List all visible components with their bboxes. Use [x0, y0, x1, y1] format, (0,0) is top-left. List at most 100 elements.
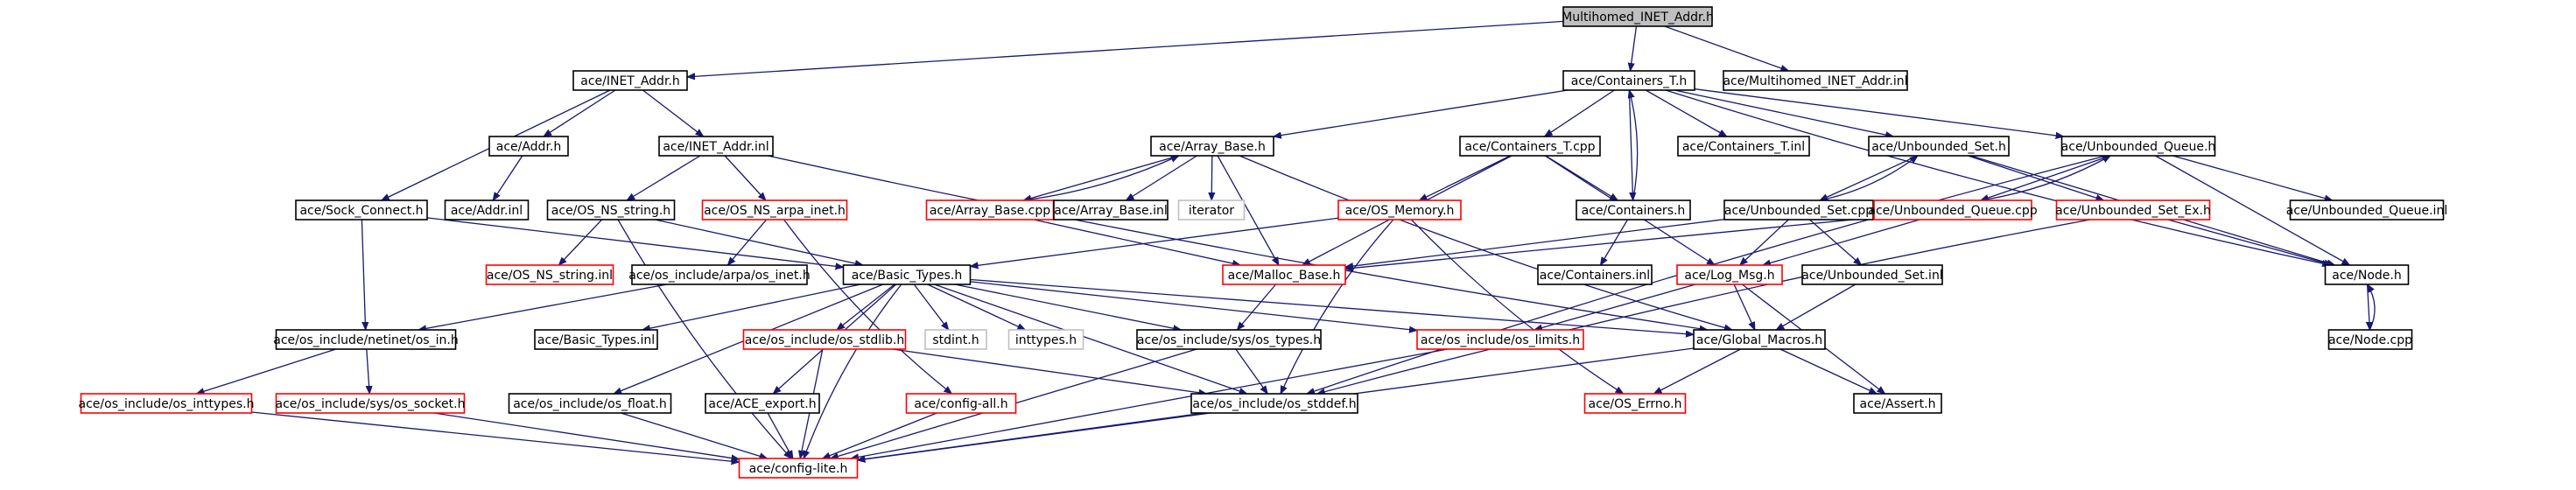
node-box	[1053, 200, 1169, 220]
node-os-limits-h[interactable]: ace/os_include/os_limits.h	[1416, 329, 1584, 350]
node-unbounded-queue-h[interactable]: ace/Unbounded_Queue.h	[2061, 136, 2216, 157]
edge-containers_t_h-to-containers_h	[1628, 89, 1632, 200]
node-global-macros-h[interactable]: ace/Global_Macros.h	[1693, 329, 1826, 350]
edge-unbounded_queue_cpp-to-malloc_base_h	[1345, 217, 1875, 270]
node-label: ace/OS_Errno.h	[1589, 397, 1682, 411]
node-inet-addr-h[interactable]: ace/INET_Addr.h	[572, 70, 688, 91]
node-box	[1562, 70, 1695, 91]
node-assert-h[interactable]: ace/Assert.h	[1853, 393, 1942, 414]
edge-malloc_base_h-to-os_types_h	[1237, 284, 1277, 330]
node-containers-inl[interactable]: ace/Containers.inl	[1537, 264, 1653, 285]
edge-unbounded_set_h-to-unbounded_set_ex_h	[1968, 155, 2104, 200]
edge-unbounded_set_cpp-to-malloc_base_h	[1345, 219, 1725, 268]
node-os-ns-arpa-inet-h[interactable]: ace/OS_NS_arpa_inet.h	[701, 200, 848, 220]
node-containers-h[interactable]: ace/Containers.h	[1576, 200, 1691, 220]
edge-basic_types_h-to-basic_types_inl	[642, 284, 861, 330]
node-multihomed-inl[interactable]: ace/Multihomed_INET_Addr.inl	[1723, 70, 1908, 91]
node-basic-types-inl[interactable]: ace/Basic_Types.inl	[534, 329, 658, 350]
node-unbounded-set-cpp[interactable]: ace/Unbounded_Set.cpp	[1723, 200, 1874, 220]
node-label: iterator	[1189, 204, 1234, 218]
node-inttypes-h[interactable]: inttypes.h	[1007, 329, 1084, 350]
edge-log_msg_h-to-global_macros_h	[1733, 284, 1756, 330]
node-sock-connect-h[interactable]: ace/Sock_Connect.h	[295, 200, 428, 220]
node-unbounded-queue-inl[interactable]: ace/Unbounded_Queue.inl	[2286, 200, 2447, 220]
node-ace-export-h[interactable]: ace/ACE_export.h	[705, 393, 820, 414]
edge-unbounded_set_h-to-unbounded_set_cpp	[1820, 155, 1919, 201]
node-array-base-h[interactable]: ace/Array_Base.h	[1150, 136, 1274, 157]
node-os-ns-string-inl[interactable]: ace/OS_NS_string.inl	[485, 264, 614, 285]
node-unbounded-set-inl[interactable]: ace/Unbounded_Set.inl	[1801, 264, 1943, 285]
node-box	[572, 70, 688, 91]
node-stdint-h[interactable]: stdint.h	[924, 329, 987, 350]
node-label: ace/Sock_Connect.h	[299, 204, 423, 218]
node-label: ace/Unbounded_Set.inl	[1801, 269, 1942, 283]
node-containers-t-h[interactable]: ace/Containers_T.h	[1562, 70, 1695, 91]
node-unbounded-set-h[interactable]: ace/Unbounded_Set.h	[1868, 136, 2010, 157]
node-containers-t-cpp[interactable]: ace/Containers_T.cpp	[1459, 136, 1601, 157]
node-label: ace/Array_Base.cpp	[930, 204, 1050, 218]
node-root: Multihomed_INET_Addr.h	[1562, 6, 1714, 27]
node-box	[1416, 329, 1584, 350]
node-basic-types-h[interactable]: ace/Basic_Types.h	[842, 264, 972, 285]
edge-root-to-inet_addr_h	[687, 20, 1564, 77]
node-os-stdlib-h[interactable]: ace/os_include/os_stdlib.h	[742, 329, 907, 350]
node-array-base-inl[interactable]: ace/Array_Base.inl	[1053, 200, 1169, 220]
edge-array_base_h-to-malloc_base_h	[1217, 155, 1279, 265]
node-label: ace/Basic_Types.h	[852, 269, 962, 283]
edge-containers_t_h-to-containers_t_inl	[1645, 89, 1727, 136]
node-config-lite-h[interactable]: ace/config-lite.h	[738, 458, 859, 479]
node-box	[1677, 136, 1810, 157]
node-unbounded-set-ex-h[interactable]: ace/Unbounded_Set_Ex.h	[2055, 200, 2211, 220]
node-os-in-h[interactable]: ace/os_include/netinet/os_in.h	[273, 329, 459, 350]
node-label: ace/Unbounded_Set.cpp	[1724, 204, 1873, 218]
node-os-types-h[interactable]: ace/os_include/sys/os_types.h	[1136, 329, 1322, 350]
node-label: ace/OS_NS_string.h	[551, 204, 670, 218]
edge-os_ns_string_h-to-config_lite_h	[617, 219, 791, 458]
node-unbounded-queue-cpp[interactable]: ace/Unbounded_Queue.cpp	[1868, 200, 2038, 220]
node-node-cpp[interactable]: ace/Node.cpp	[2327, 329, 2413, 350]
node-os-socket-h[interactable]: ace/os_include/sys/os_socket.h	[276, 393, 466, 414]
edge-addr_h-to-addr_inl	[493, 155, 523, 200]
edge-root-to-containers_t_h	[1631, 25, 1638, 71]
edge-os_memory_h-to-os_stddef_h	[1280, 219, 1394, 394]
edge-log_msg_h-to-os_limits_h	[1534, 284, 1696, 330]
node-label: ace/ACE_export.h	[708, 397, 816, 411]
edge-inet_addr_inl-to-os_ns_arpa_inet_h	[724, 155, 766, 200]
node-containers-t-inl[interactable]: ace/Containers_T.inl	[1677, 136, 1810, 157]
edge-os_in_h-to-os_socket_h	[367, 348, 369, 394]
edge-containers_t_cpp-to-containers_h	[1545, 155, 1618, 200]
edge-inet_addr_h-to-addr_h	[544, 89, 616, 136]
node-os-inet-h[interactable]: ace/os_include/arpa/os_inet.h	[628, 264, 811, 285]
edge-array_base_h-to-iterator	[1211, 155, 1212, 200]
node-config-all-h[interactable]: ace/config-all.h	[905, 393, 1017, 414]
node-os-memory-h[interactable]: ace/OS_Memory.h	[1337, 200, 1462, 220]
node-os-ns-string-h[interactable]: ace/OS_NS_string.h	[546, 200, 676, 220]
node-box	[905, 393, 1017, 414]
node-inet-addr-inl[interactable]: ace/INET_Addr.inl	[658, 136, 774, 157]
node-label: ace/Unbounded_Set.h	[1871, 140, 2006, 154]
node-label: ace/INET_Addr.inl	[663, 140, 769, 154]
node-os-float-h[interactable]: ace/os_include/os_float.h	[508, 393, 672, 414]
node-array-base-cpp[interactable]: ace/Array_Base.cpp	[925, 200, 1055, 220]
node-os-stddef-h[interactable]: ace/os_include/os_stddef.h	[1190, 393, 1358, 414]
node-node-h[interactable]: ace/Node.h	[2324, 264, 2410, 285]
node-os-errno-h[interactable]: ace/OS_Errno.h	[1583, 393, 1687, 414]
node-box	[1007, 329, 1084, 350]
node-iterator[interactable]: iterator	[1177, 200, 1246, 220]
node-addr-inl[interactable]: ace/Addr.inl	[444, 200, 530, 220]
node-malloc-base-h[interactable]: ace/Malloc_Base.h	[1222, 264, 1346, 285]
node-box	[742, 329, 907, 350]
node-box	[1150, 136, 1274, 157]
node-addr-h[interactable]: ace/Addr.h	[488, 136, 569, 157]
edge-os_types_h-to-os_stddef_h	[1235, 348, 1267, 394]
node-label: ace/os_include/sys/os_types.h	[1137, 333, 1321, 347]
node-box	[1537, 264, 1653, 285]
node-label: inttypes.h	[1015, 333, 1077, 347]
edge-ace_export_h-to-config_lite_h	[767, 412, 793, 458]
node-log-msg-h[interactable]: ace/Log_Msg.h	[1676, 264, 1783, 285]
edge-inet_addr_h-to-inet_addr_inl	[642, 89, 703, 136]
node-box	[508, 393, 672, 414]
node-os-inttypes-h[interactable]: ace/os_include/os_inttypes.h	[79, 393, 255, 414]
node-label: ace/Array_Base.h	[1159, 140, 1266, 154]
